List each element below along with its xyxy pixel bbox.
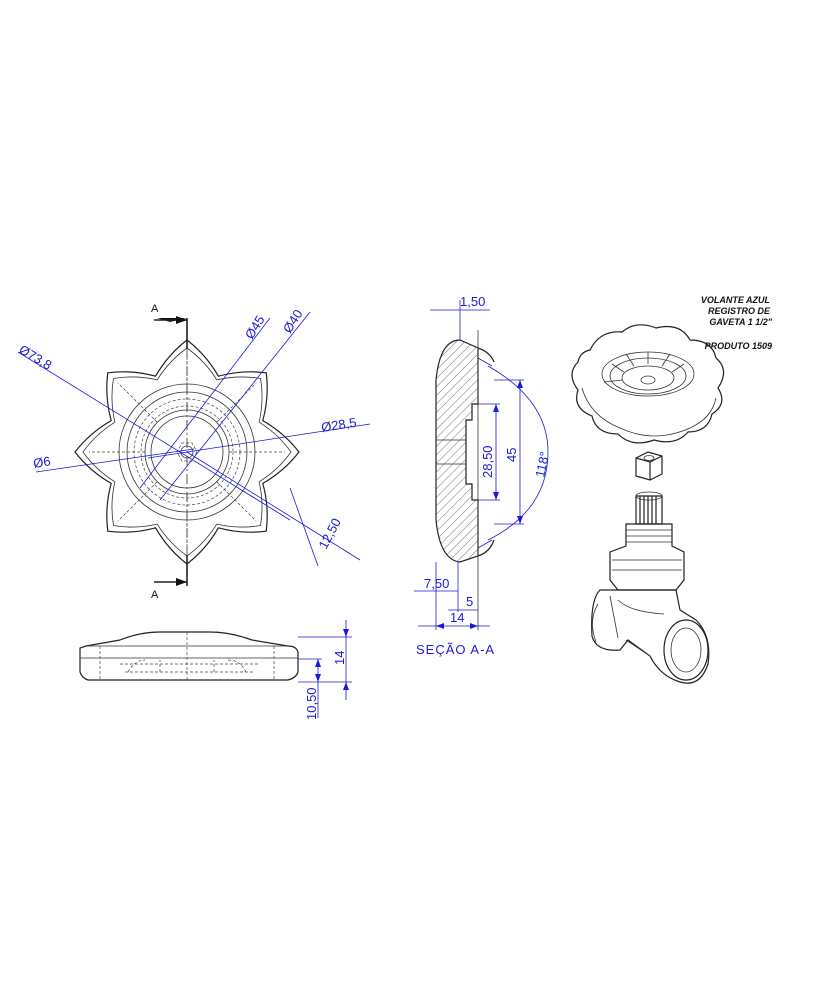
note-line2: REGISTRO DE xyxy=(708,306,771,316)
dim-h28-50: 28,50 xyxy=(480,445,495,478)
iso-bonnet-threads xyxy=(612,529,682,571)
arrow xyxy=(343,629,349,637)
leader-d73-8 xyxy=(17,351,291,521)
iso-stem-top xyxy=(635,491,663,501)
arrow xyxy=(493,404,499,412)
note-line1: VOLANTE AZUL xyxy=(701,295,770,305)
dim-arc-118 xyxy=(487,365,549,541)
section-marker-bottom: A xyxy=(151,589,159,601)
side-outline xyxy=(79,631,299,681)
leader-d28-5 xyxy=(147,423,371,459)
dim-d45: Ø45 xyxy=(242,313,268,342)
dim-ext xyxy=(477,357,493,367)
note-line4: PRODUTO 1509 xyxy=(705,341,772,351)
isometric-view: VOLANTE AZUL REGISTRO DE GAVETA 1 1/2" P… xyxy=(571,295,773,684)
dim-a118: 118° xyxy=(532,450,552,478)
section-arrow-head-top xyxy=(176,316,187,324)
spoke-rib xyxy=(216,382,257,423)
iso-bonnet xyxy=(609,523,685,591)
dim-w7-50: 7,50 xyxy=(424,576,449,591)
dim-w14: 14 xyxy=(450,610,464,625)
iso-handwheel-outline xyxy=(571,324,725,444)
side-hidden-ribs xyxy=(99,632,275,680)
arrow xyxy=(343,682,349,690)
dim-w5: 5 xyxy=(466,594,473,609)
iso-handwheel-rim xyxy=(581,387,717,437)
leader-d45 xyxy=(139,317,271,489)
dim-r12-50: 12,50 xyxy=(315,516,344,552)
leader-r12-50-ext xyxy=(289,487,319,567)
iso-port-right xyxy=(663,619,709,681)
iso-hub-inner xyxy=(621,365,675,391)
section-title: SEÇÃO A-A xyxy=(416,642,495,657)
spoke-rib xyxy=(117,382,158,423)
section-profile xyxy=(435,339,479,563)
iso-nut-bore xyxy=(643,455,655,461)
dim-d73-8: Ø73,8 xyxy=(16,342,54,373)
iso-hub-bore xyxy=(640,375,656,385)
arrow xyxy=(517,380,523,388)
dim-ext xyxy=(477,539,493,549)
dim-d40: Ø40 xyxy=(280,307,306,336)
arrow xyxy=(315,674,321,682)
iso-ribs xyxy=(603,352,685,383)
arrow xyxy=(315,659,321,667)
dim-h10-50: 10,50 xyxy=(304,687,319,720)
dim-h14: 14 xyxy=(332,651,347,665)
dim-d6: Ø6 xyxy=(32,453,51,471)
section-lip xyxy=(477,347,495,557)
section-marker-top: A xyxy=(151,303,159,315)
dim-h45: 45 xyxy=(504,448,519,462)
iso-body-edge xyxy=(617,599,665,657)
front-view: A A Ø73,8 Ø45 Ø40 Ø28,5 Ø6 12,50 xyxy=(16,303,371,601)
arrow xyxy=(517,516,523,524)
spoke-ribs xyxy=(89,354,285,550)
leader-r12-50 xyxy=(186,451,361,561)
side-view: 14 10,50 xyxy=(79,620,352,720)
section-view: 1,50 28,50 45 118° 7,50 5 14 SEÇÃO A-A xyxy=(414,294,552,657)
leader-d6 xyxy=(35,448,195,473)
iso-valve-body xyxy=(591,589,710,684)
spoke-rib xyxy=(117,481,158,522)
leader-d40 xyxy=(159,311,311,501)
iso-hex-nut xyxy=(635,451,663,481)
section-arrow-head-bottom xyxy=(176,578,187,586)
hex-socket xyxy=(176,442,198,462)
arrow xyxy=(493,492,499,500)
dim-d28-5: Ø28,5 xyxy=(320,415,357,435)
spoke-rib xyxy=(216,481,257,522)
iso-port-right-inner xyxy=(670,627,702,673)
arrow xyxy=(436,623,444,629)
note-line3: GAVETA 1 1/2" xyxy=(709,317,772,327)
dim-t1-50: 1,50 xyxy=(460,294,485,309)
arrow xyxy=(470,623,478,629)
iso-port-left xyxy=(592,595,619,643)
